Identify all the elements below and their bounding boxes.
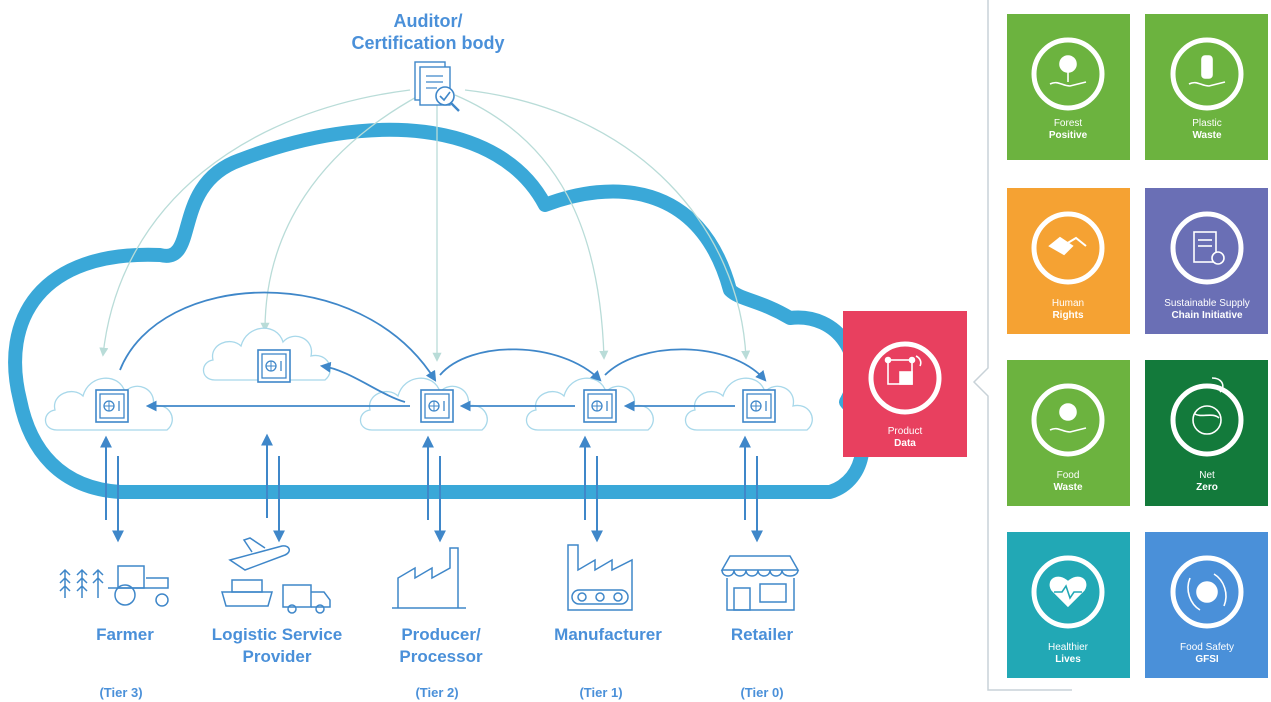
tier-label-producer: (Tier 2) — [415, 685, 458, 700]
plane-truck-icon — [221, 537, 331, 614]
storefront-icon — [720, 555, 800, 611]
product-data-line2: Data — [894, 438, 916, 449]
globe-leaf-icon — [1192, 377, 1224, 435]
tile-healthier-lives: Healthier Lives — [1007, 532, 1130, 678]
actor-label-logistics-line1: Logistic Service — [212, 625, 342, 644]
auditor-title-line2: Certification body — [351, 33, 504, 53]
tile-line2: Rights — [1052, 310, 1084, 321]
tile-line2: GFSI — [1195, 654, 1219, 665]
safe-icon-farmer — [95, 389, 129, 423]
tile-line1: Food — [1057, 470, 1080, 481]
tile-line1: Food Safety — [1180, 642, 1234, 653]
tile-line2: Waste — [1192, 130, 1222, 141]
tile-forest-positive: Forest Positive — [1007, 14, 1130, 160]
tile-line2: Zero — [1196, 482, 1218, 493]
factory-chimney-icon — [392, 547, 466, 609]
apple-hand-icon — [1049, 403, 1087, 433]
tier-label-retailer: (Tier 0) — [740, 685, 783, 700]
safe-icon-logistics — [257, 349, 291, 383]
product-data-tile: Product Data — [843, 311, 967, 457]
factory-conveyor-icon — [567, 544, 633, 611]
tile-line1: Forest — [1054, 118, 1083, 129]
actor-label-manufacturer: Manufacturer — [554, 625, 662, 644]
safe-icon-retailer — [742, 389, 776, 423]
tile-line2: Lives — [1055, 654, 1081, 665]
actor-label-logistics-line2: Provider — [243, 647, 312, 666]
tile-food-waste: Food Waste — [1007, 360, 1130, 506]
product-data-icon — [884, 355, 922, 385]
tile-human-rights: Human Rights — [1007, 188, 1130, 334]
heart-pulse-icon — [1049, 576, 1087, 608]
actor-label-producer-line2: Processor — [399, 647, 483, 666]
tile-line1: Human — [1052, 298, 1084, 309]
tile-plastic-waste: Plastic Waste — [1145, 14, 1268, 160]
tile-food-safety: Food Safety GFSI — [1145, 532, 1268, 678]
auditor-arrows — [99, 89, 751, 362]
safe-icon-producer — [420, 389, 454, 423]
tier-label-farmer: (Tier 3) — [99, 685, 142, 700]
farm-tractor-icon — [59, 565, 169, 607]
auditor-title-line1: Auditor/ — [394, 11, 463, 31]
plastic-bottle-hand-icon — [1188, 55, 1226, 87]
tile-line2: Waste — [1053, 482, 1083, 493]
initiative-tiles: Forest Positive Plastic Waste Human Righ… — [1007, 14, 1268, 678]
bracket-line — [972, 0, 1072, 691]
actor-label-producer-line1: Producer/ — [401, 625, 481, 644]
tile-line1: Sustainable Supply — [1164, 298, 1250, 309]
actor-data-arrows — [100, 433, 763, 543]
tile-line2: Positive — [1049, 130, 1088, 141]
main-cloud — [8, 122, 870, 499]
gfsi-icon — [1187, 573, 1227, 611]
tile-sustainable-supply: Sustainable Supply Chain Initiative — [1145, 188, 1268, 334]
document-check-icon — [414, 61, 460, 112]
actor-label-retailer: Retailer — [731, 625, 794, 644]
forest-hand-icon — [1049, 55, 1087, 87]
tile-line1: Healthier — [1048, 642, 1089, 653]
handshake-icon — [1048, 236, 1087, 256]
tile-net-zero: Net Zero — [1145, 360, 1268, 506]
data-flow-arrows — [119, 291, 767, 412]
tile-line1: Net — [1199, 470, 1215, 481]
product-data-line1: Product — [888, 426, 923, 437]
actor-label-farmer: Farmer — [96, 625, 154, 644]
tile-line2: Chain Initiative — [1171, 310, 1243, 321]
certificate-icon — [1193, 231, 1225, 265]
tier-label-manufacturer: (Tier 1) — [579, 685, 622, 700]
safe-icon-manufacturer — [583, 389, 617, 423]
tile-line1: Plastic — [1192, 118, 1221, 129]
